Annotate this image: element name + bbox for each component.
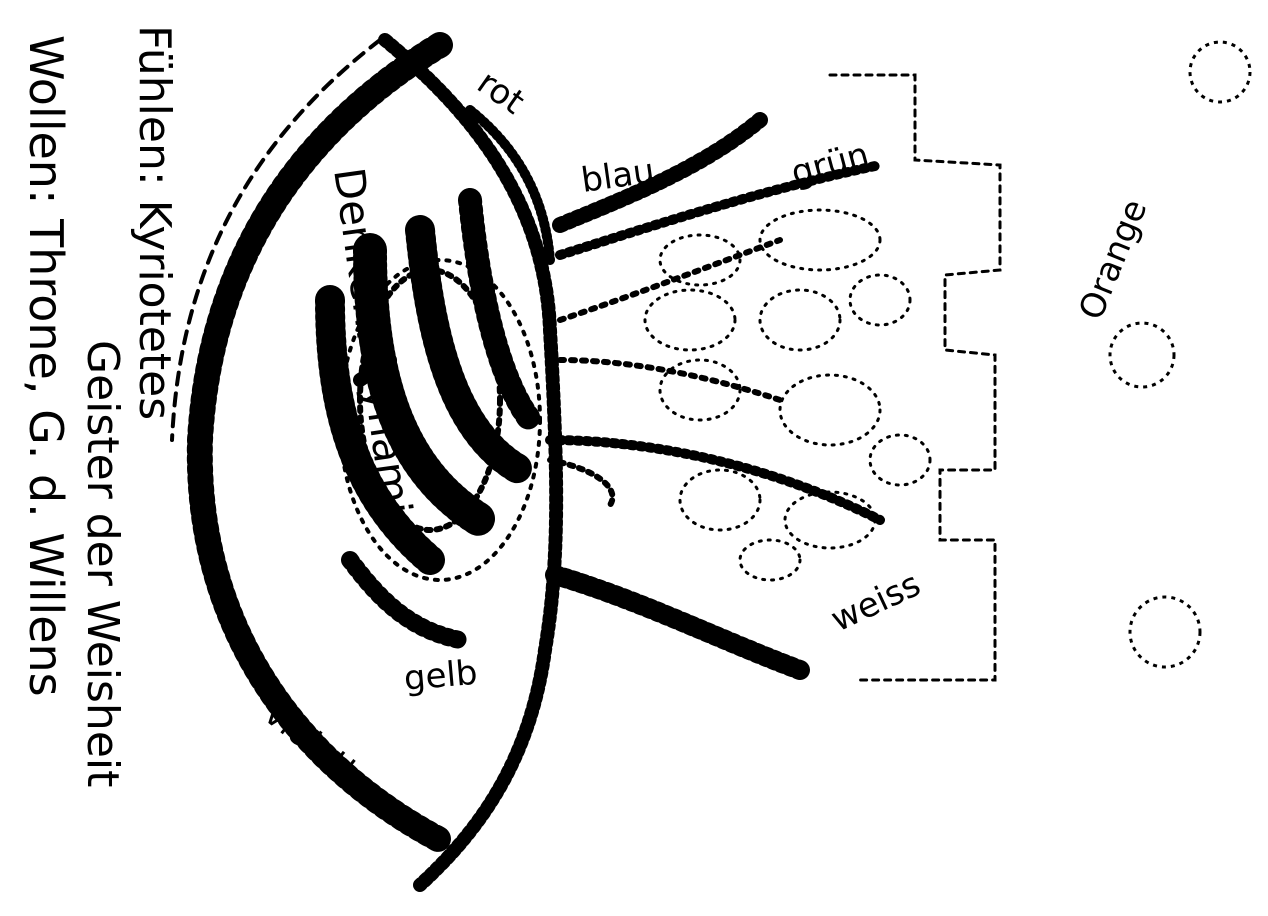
label-orange: Orange xyxy=(1071,194,1155,325)
dotted-ripples xyxy=(643,208,932,582)
lens-outline xyxy=(378,33,564,892)
side-note-geister: Geister der Weisheit xyxy=(77,340,128,787)
label-violett: violett xyxy=(256,694,365,792)
orange-circle-top xyxy=(1188,40,1252,104)
side-note-wollen: Wollen: Throne, G. d. Willens xyxy=(19,35,73,697)
fan-bands xyxy=(545,112,885,680)
inner-core-hatching xyxy=(315,188,542,649)
orange-circles xyxy=(1108,40,1252,669)
outer-crescent-band xyxy=(170,32,453,853)
side-note-fuehlen: Fühlen: Kyriotetes xyxy=(129,25,180,420)
stepped-outline xyxy=(828,73,1002,682)
label-gelb: gelb xyxy=(402,653,479,699)
label-weiss: weiss xyxy=(825,564,927,640)
orange-circle-bottom xyxy=(1128,595,1202,669)
orange-circle-middle xyxy=(1108,321,1176,389)
label-gruen: grün xyxy=(787,135,873,194)
